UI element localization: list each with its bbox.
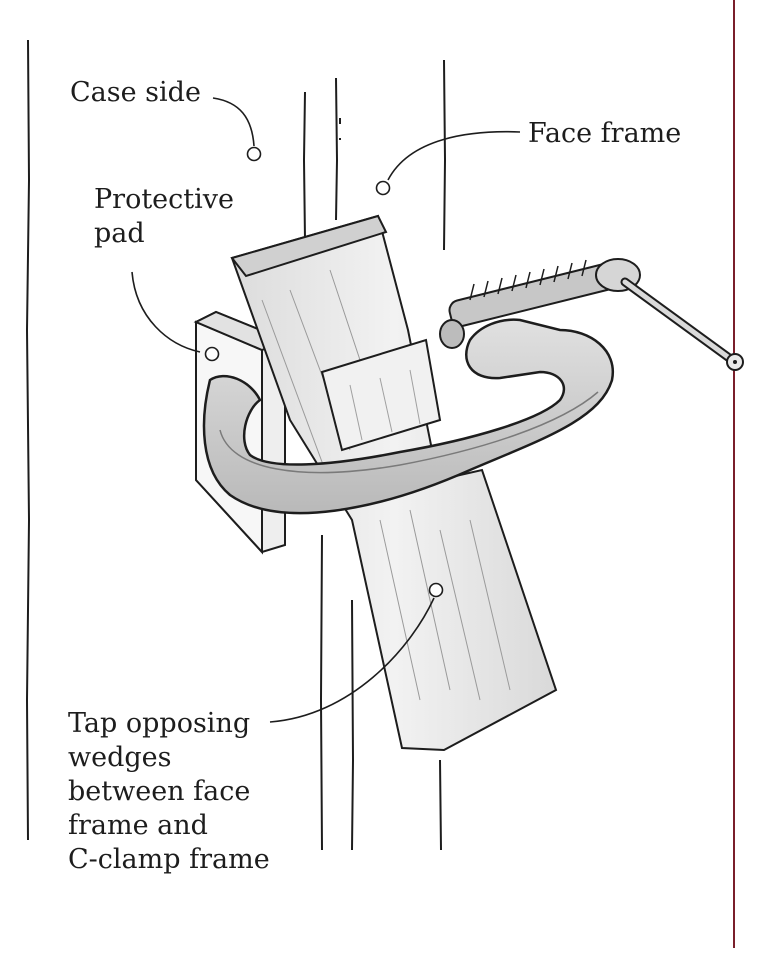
face-frame-left-edge xyxy=(335,77,355,851)
leader-lines xyxy=(131,97,521,723)
leader-case-side-dot xyxy=(246,146,262,162)
leader-face-frame-dot xyxy=(375,180,391,196)
leader-protective-pad-dot xyxy=(204,346,220,362)
label-protective-pad-line-2: pad xyxy=(94,218,145,249)
leader-protective-pad xyxy=(131,271,201,353)
leader-face-frame xyxy=(387,130,521,181)
label-wedges-line-5: C-clamp frame xyxy=(68,844,270,875)
label-wedges-line-2: wedges xyxy=(68,742,172,773)
clamp-handle xyxy=(620,277,744,371)
clamp-screw xyxy=(439,258,641,349)
label-protective-pad-line-1: Protective xyxy=(94,184,234,215)
face-frame-right-edge xyxy=(439,59,447,851)
label-wedges-line-3: between face xyxy=(68,776,251,807)
label-wedges: Tap opposing wedges between face frame a… xyxy=(68,707,270,877)
case-side-inner-line xyxy=(302,91,323,851)
label-face-frame: Face frame xyxy=(528,118,682,149)
label-protective-pad: Protective pad xyxy=(94,183,234,251)
label-wedges-line-1: Tap opposing xyxy=(68,708,251,739)
label-case-side: Case side xyxy=(70,77,201,108)
leader-wedges-dot xyxy=(428,582,444,598)
label-wedges-line-4: frame and xyxy=(68,810,208,841)
leader-case-side xyxy=(212,97,255,147)
case-side-edge xyxy=(25,39,31,841)
c-clamp xyxy=(202,258,744,515)
leader-wedges xyxy=(269,597,435,723)
wedge-front xyxy=(320,338,442,452)
